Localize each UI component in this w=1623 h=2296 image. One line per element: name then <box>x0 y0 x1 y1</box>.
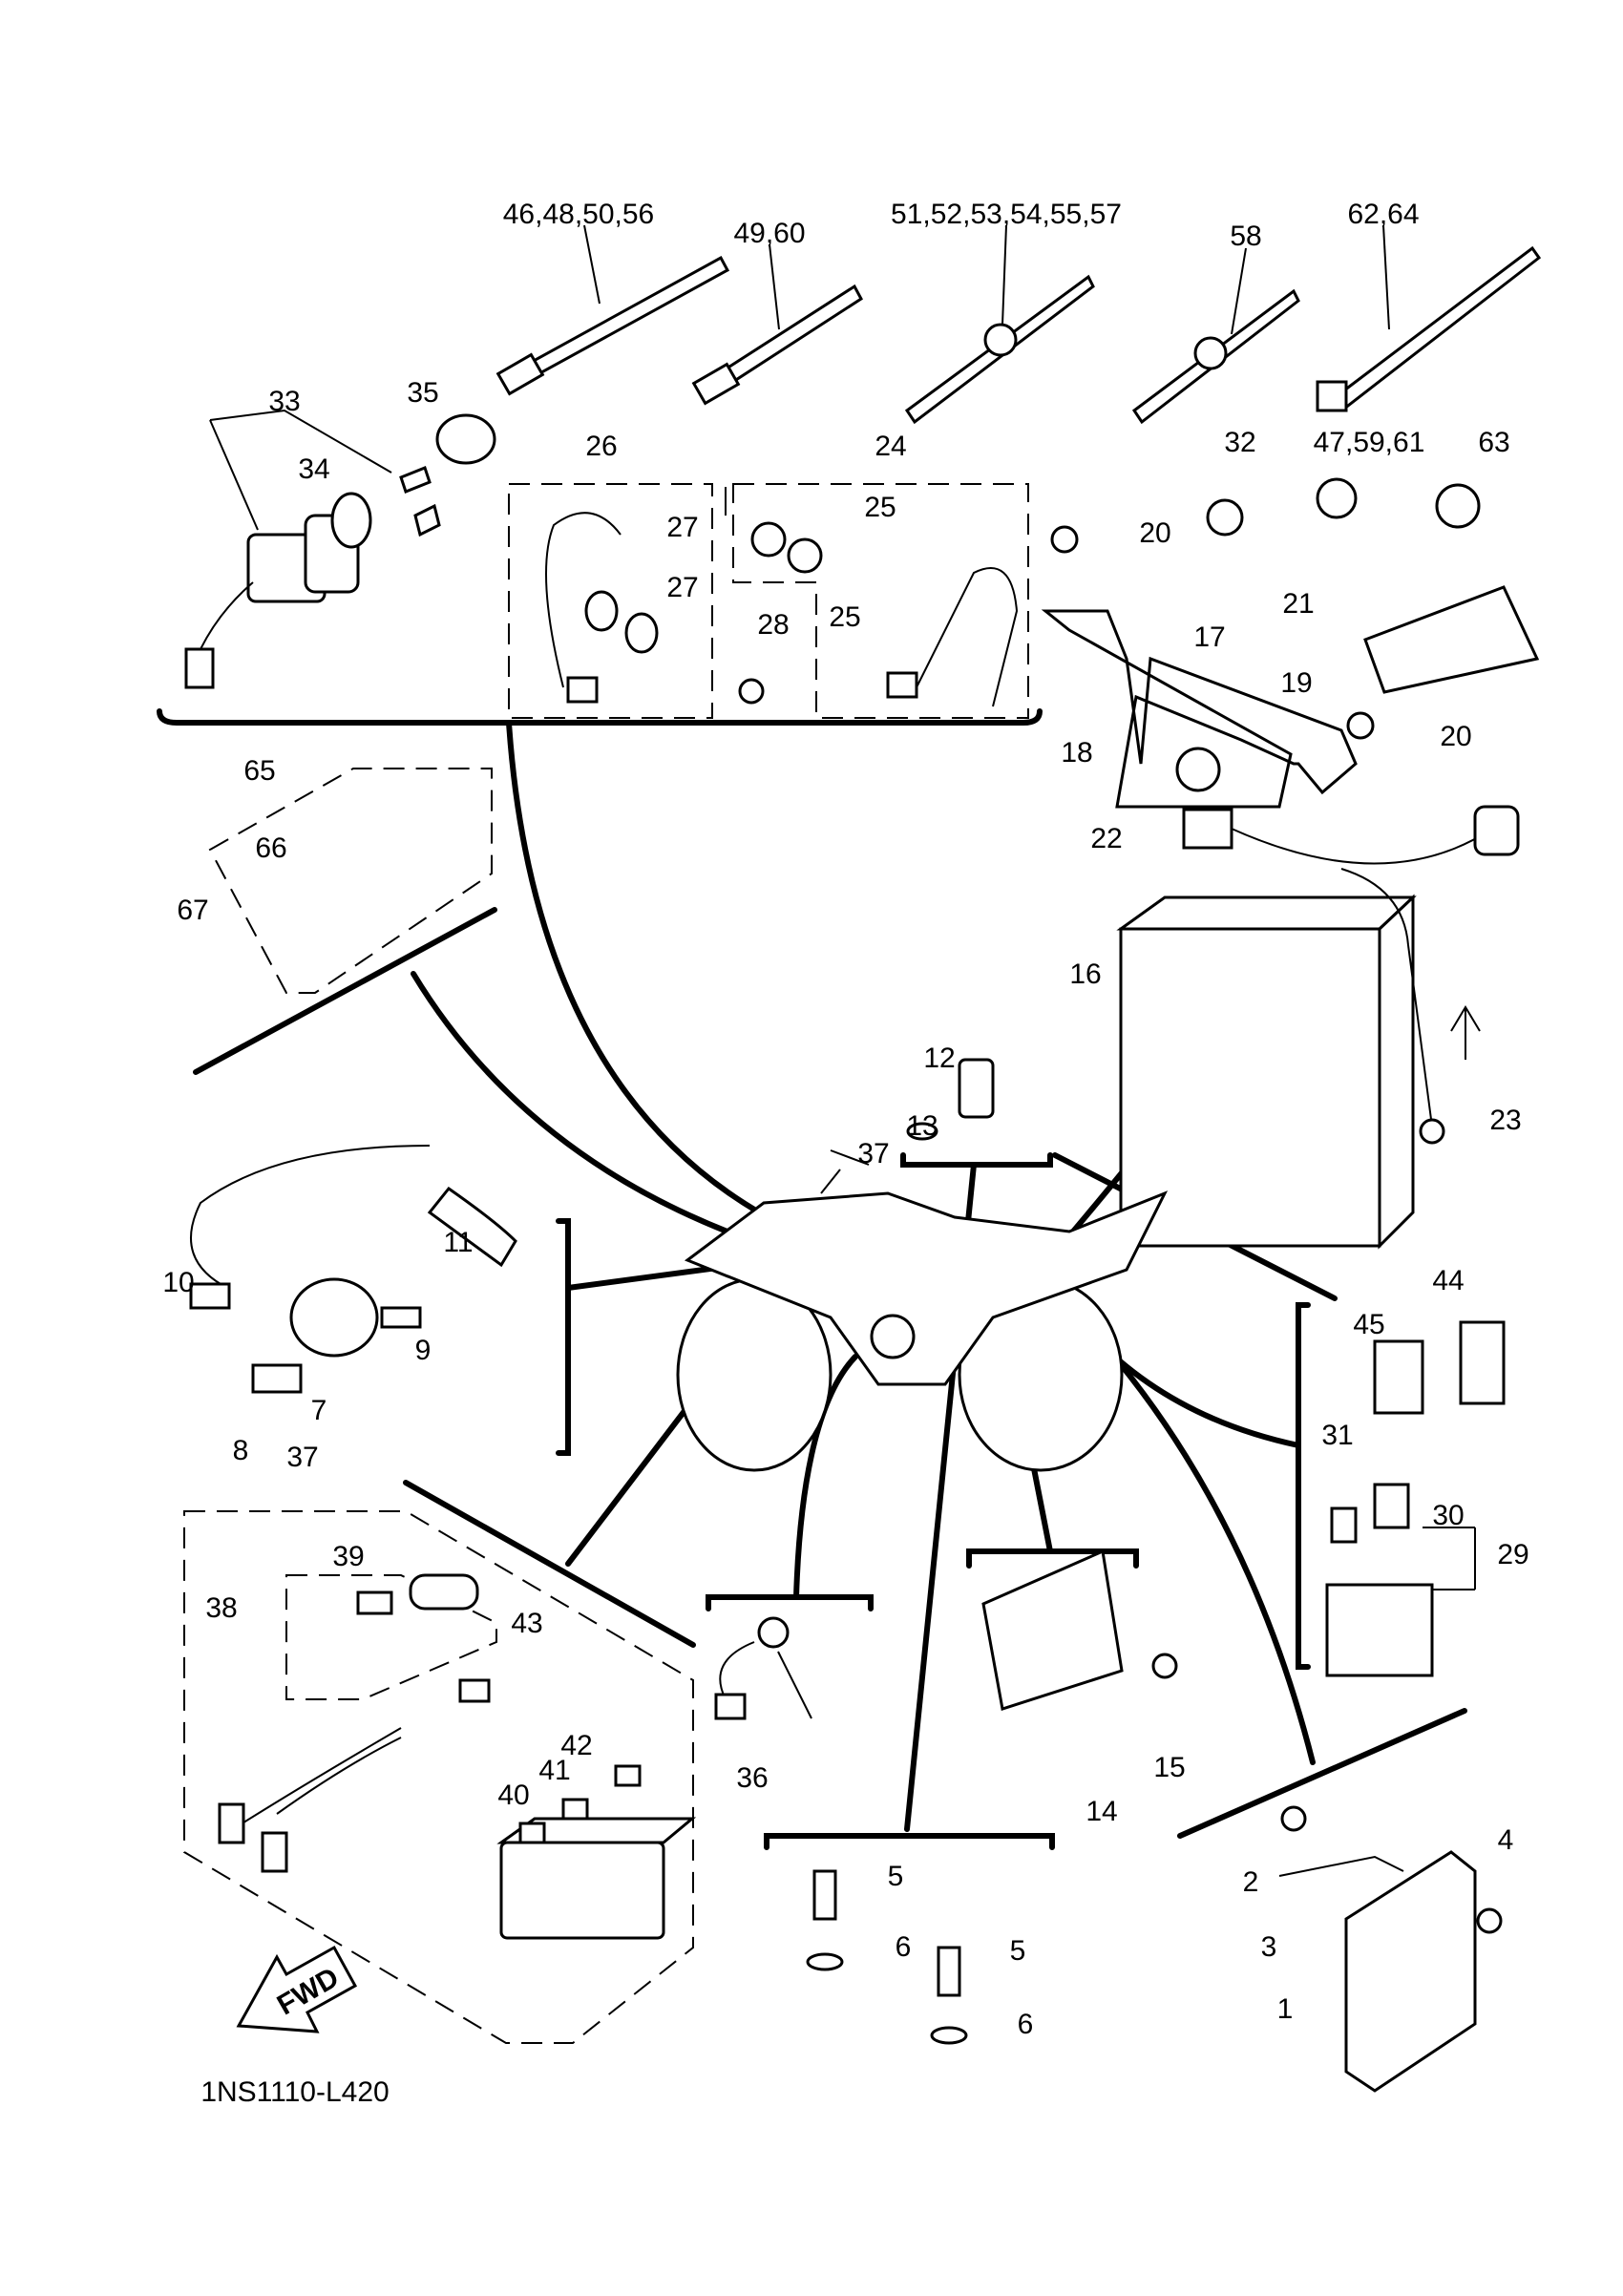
callout: 29 <box>1497 1539 1528 1570</box>
fwd-arrow-icon: FWD <box>236 1945 358 2033</box>
callout: 10 <box>162 1267 194 1298</box>
callout: 1 <box>1277 1993 1294 2025</box>
callout: 12 <box>923 1043 955 1074</box>
callout-labels: 46,48,50,56 49,60 51,52,53,54,55,57 58 6… <box>162 199 1528 2040</box>
callout: 49,60 <box>733 218 805 249</box>
diagram-code: 1NS1110-L420 <box>200 2076 389 2108</box>
callout: 16 <box>1069 958 1101 990</box>
callout: 24 <box>875 431 906 462</box>
callout: 9 <box>415 1335 432 1366</box>
callout: 27 <box>666 512 698 543</box>
callout: 27 <box>666 572 698 603</box>
callout: 42 <box>560 1730 592 1761</box>
callout: 18 <box>1061 737 1092 769</box>
callout: 34 <box>298 453 329 485</box>
callout: 28 <box>757 609 789 641</box>
callout: 33 <box>268 386 300 417</box>
callout: 51,52,53,54,55,57 <box>891 199 1122 230</box>
callout: 19 <box>1280 667 1312 699</box>
callout: 46,48,50,56 <box>503 199 654 230</box>
callout: 4 <box>1498 1824 1514 1856</box>
callout: 36 <box>736 1762 768 1794</box>
callout: 67 <box>177 895 208 926</box>
callout: 22 <box>1090 823 1122 854</box>
callout: 63 <box>1478 427 1509 458</box>
callout: 8 <box>233 1435 249 1466</box>
callout: 14 <box>1086 1796 1117 1827</box>
callout: 62,64 <box>1347 199 1419 230</box>
callout: 5 <box>1010 1935 1026 1967</box>
ignition-switch-parts <box>184 409 496 689</box>
callout: 25 <box>864 492 896 523</box>
callout: 45 <box>1353 1309 1384 1340</box>
callout: 20 <box>1139 517 1170 549</box>
callout: 43 <box>511 1608 542 1639</box>
callout: 35 <box>407 377 438 409</box>
callout: 17 <box>1193 621 1225 653</box>
callout: 15 <box>1153 1752 1185 1783</box>
callout: 5 <box>888 1861 904 1892</box>
callout: 32 <box>1224 427 1255 458</box>
callout: 6 <box>896 1931 912 1963</box>
callout: 2 <box>1243 1866 1259 1898</box>
callout: 25 <box>829 601 860 633</box>
atv-illustration <box>676 1149 1169 1472</box>
callout: 26 <box>585 431 617 462</box>
cable-ties <box>495 224 1542 425</box>
callout: 30 <box>1432 1500 1464 1531</box>
callout: 39 <box>332 1541 364 1572</box>
callout: 47,59,61 <box>1314 427 1425 458</box>
callout: 3 <box>1261 1931 1277 1963</box>
callout: 37 <box>857 1138 889 1169</box>
sub-harness-parts <box>545 487 1019 707</box>
callout: 44 <box>1432 1265 1464 1296</box>
callout: 65 <box>243 755 275 787</box>
callout: 31 <box>1321 1420 1353 1451</box>
callout: 23 <box>1489 1105 1521 1136</box>
callout: 58 <box>1230 221 1261 252</box>
callout: 20 <box>1440 721 1471 752</box>
misc-components <box>189 1058 1506 2093</box>
callout: 21 <box>1282 588 1314 620</box>
callout: 6 <box>1018 2009 1034 2040</box>
callout: 38 <box>205 1592 237 1624</box>
callout: 40 <box>497 1780 529 1811</box>
callout: 37 <box>286 1442 318 1473</box>
callout: 13 <box>906 1110 938 1142</box>
battery-parts <box>1041 477 1540 1250</box>
group-dashed-boxes <box>183 483 1029 2044</box>
callout: 66 <box>255 832 286 864</box>
callout: 41 <box>538 1755 570 1786</box>
callout: 11 <box>443 1227 473 1258</box>
callout: 7 <box>311 1395 327 1426</box>
